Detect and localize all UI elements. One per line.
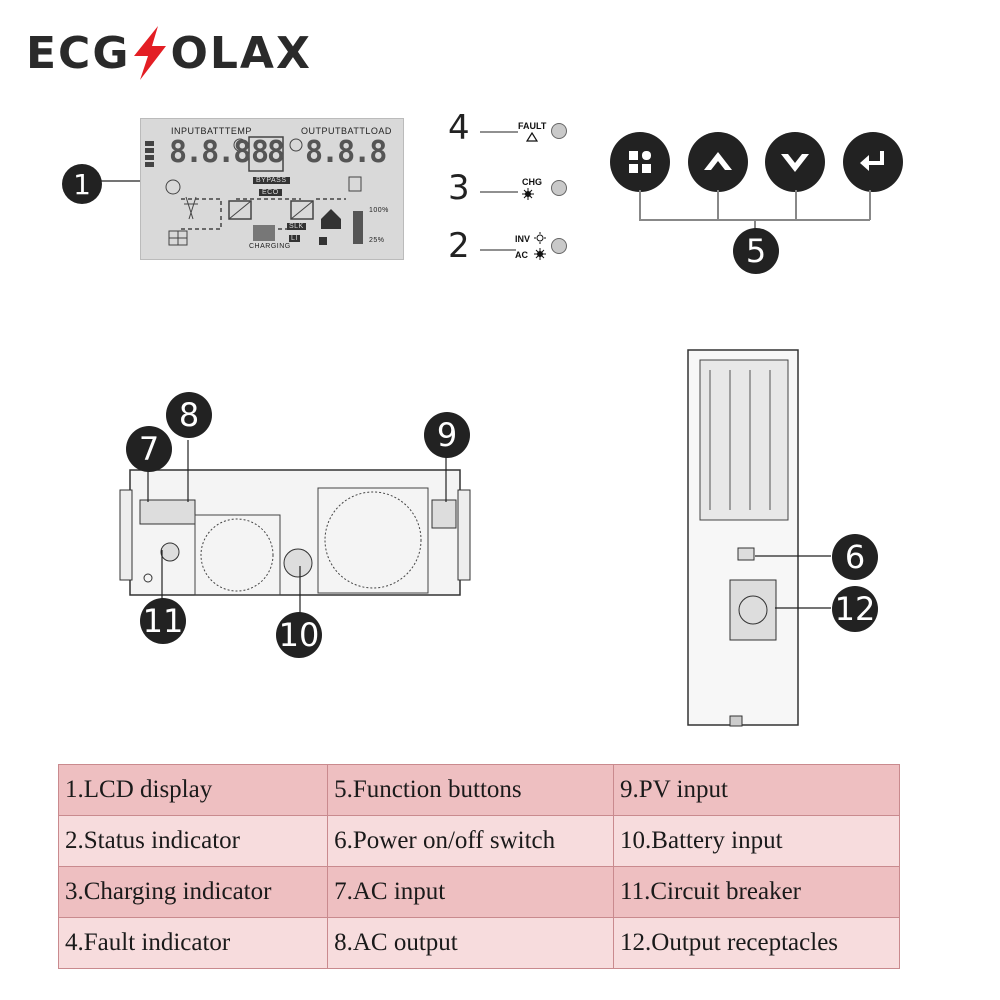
callout-1: 1 <box>62 164 102 204</box>
leader-line-1 <box>100 180 144 182</box>
lcd-digits-mid: 88 <box>251 135 285 170</box>
lcd-header-right: OUTPUTBATTLOAD <box>301 126 392 136</box>
table-cell: 8.AC output <box>327 917 615 969</box>
table-cell: 11.Circuit breaker <box>613 866 900 918</box>
table-cell: 5.Function buttons <box>327 764 615 816</box>
lcd-pct-25: 25% <box>369 237 385 244</box>
table-row: 2.Status indicator 6.Power on/off switch… <box>57 815 900 867</box>
brand-text-right: OLAX <box>170 27 312 79</box>
leader-line-4 <box>480 131 518 133</box>
sun-outline-icon <box>534 232 546 244</box>
up-button[interactable] <box>688 132 748 192</box>
burst-icon <box>522 188 534 200</box>
callout-12: 12 <box>832 586 878 632</box>
callout-4: 4 <box>448 108 470 148</box>
table-cell: 9.PV input <box>613 764 900 816</box>
rear-leader-lines <box>147 440 447 620</box>
fault-label: FAULT <box>518 121 547 131</box>
callout-8: 8 <box>166 392 212 438</box>
button-bracket-lines <box>639 190 871 230</box>
lcd-digits-right: 8.8.8 <box>305 135 387 170</box>
menu-button[interactable] <box>610 132 670 192</box>
enter-arrow-icon <box>860 151 884 171</box>
status-led <box>551 238 567 254</box>
lcd-display: INPUTBATTTEMP OUTPUTBATTLOAD 8.8.8 88 <box>140 118 404 260</box>
table-cell: 12.Output receptacles <box>613 917 900 969</box>
brand-logo: ECG OLAX <box>26 24 312 82</box>
table-cell: 2.Status indicator <box>57 815 329 867</box>
lcd-pct-100: 100% <box>369 207 389 214</box>
ac-label: AC <box>515 250 528 260</box>
chg-label: CHG <box>522 177 542 187</box>
chevron-up-icon <box>704 152 732 170</box>
table-cell: 6.Power on/off switch <box>327 815 615 867</box>
side-panel-drawing <box>687 349 799 727</box>
legend-table: 1.LCD display 5.Function buttons 9.PV in… <box>57 764 900 969</box>
lcd-li: LI <box>289 235 300 242</box>
warning-triangle-icon <box>526 132 538 142</box>
chg-led <box>551 180 567 196</box>
callout-2: 2 <box>448 226 470 266</box>
table-row: 3.Charging indicator 7.AC input 11.Circu… <box>57 866 900 918</box>
lcd-digits-left: 8.8.8 <box>169 135 251 170</box>
grid-icon <box>629 151 651 173</box>
table-cell: 7.AC input <box>327 866 615 918</box>
table-cell: 10.Battery input <box>613 815 900 867</box>
brand-text-left: ECG <box>26 27 131 79</box>
table-row: 4.Fault indicator 8.AC output 12.Output … <box>57 917 900 969</box>
burst-icon-ac <box>534 248 546 260</box>
lcd-graphics <box>145 136 363 246</box>
table-cell: 3.Charging indicator <box>57 866 329 918</box>
leader-line-2 <box>480 249 516 251</box>
rear-panel-drawing <box>119 469 471 596</box>
lcd-slk: SLK <box>287 223 306 230</box>
callout-9: 9 <box>424 412 470 458</box>
callout-3: 3 <box>448 168 470 208</box>
callout-11: 11 <box>140 598 186 644</box>
table-cell: 1.LCD display <box>57 764 329 816</box>
fault-led <box>551 123 567 139</box>
leader-line-3 <box>480 191 518 193</box>
lcd-header-left: INPUTBATTTEMP <box>171 126 252 136</box>
enter-button[interactable] <box>843 132 903 192</box>
callout-7: 7 <box>126 426 172 472</box>
inv-label: INV <box>515 234 531 244</box>
side-leader-lines <box>755 555 831 609</box>
callout-10: 10 <box>276 612 322 658</box>
lcd-charging: CHARGING <box>249 243 291 250</box>
down-button[interactable] <box>765 132 825 192</box>
lightning-bolt-icon <box>134 26 167 80</box>
callout-5: 5 <box>733 228 779 274</box>
callout-6: 6 <box>832 534 878 580</box>
lcd-eco: ECO <box>259 189 282 196</box>
lcd-bypass: BYPASS <box>253 177 290 184</box>
table-row: 1.LCD display 5.Function buttons 9.PV in… <box>57 764 900 816</box>
chevron-down-icon <box>781 154 809 172</box>
table-cell: 4.Fault indicator <box>57 917 329 969</box>
